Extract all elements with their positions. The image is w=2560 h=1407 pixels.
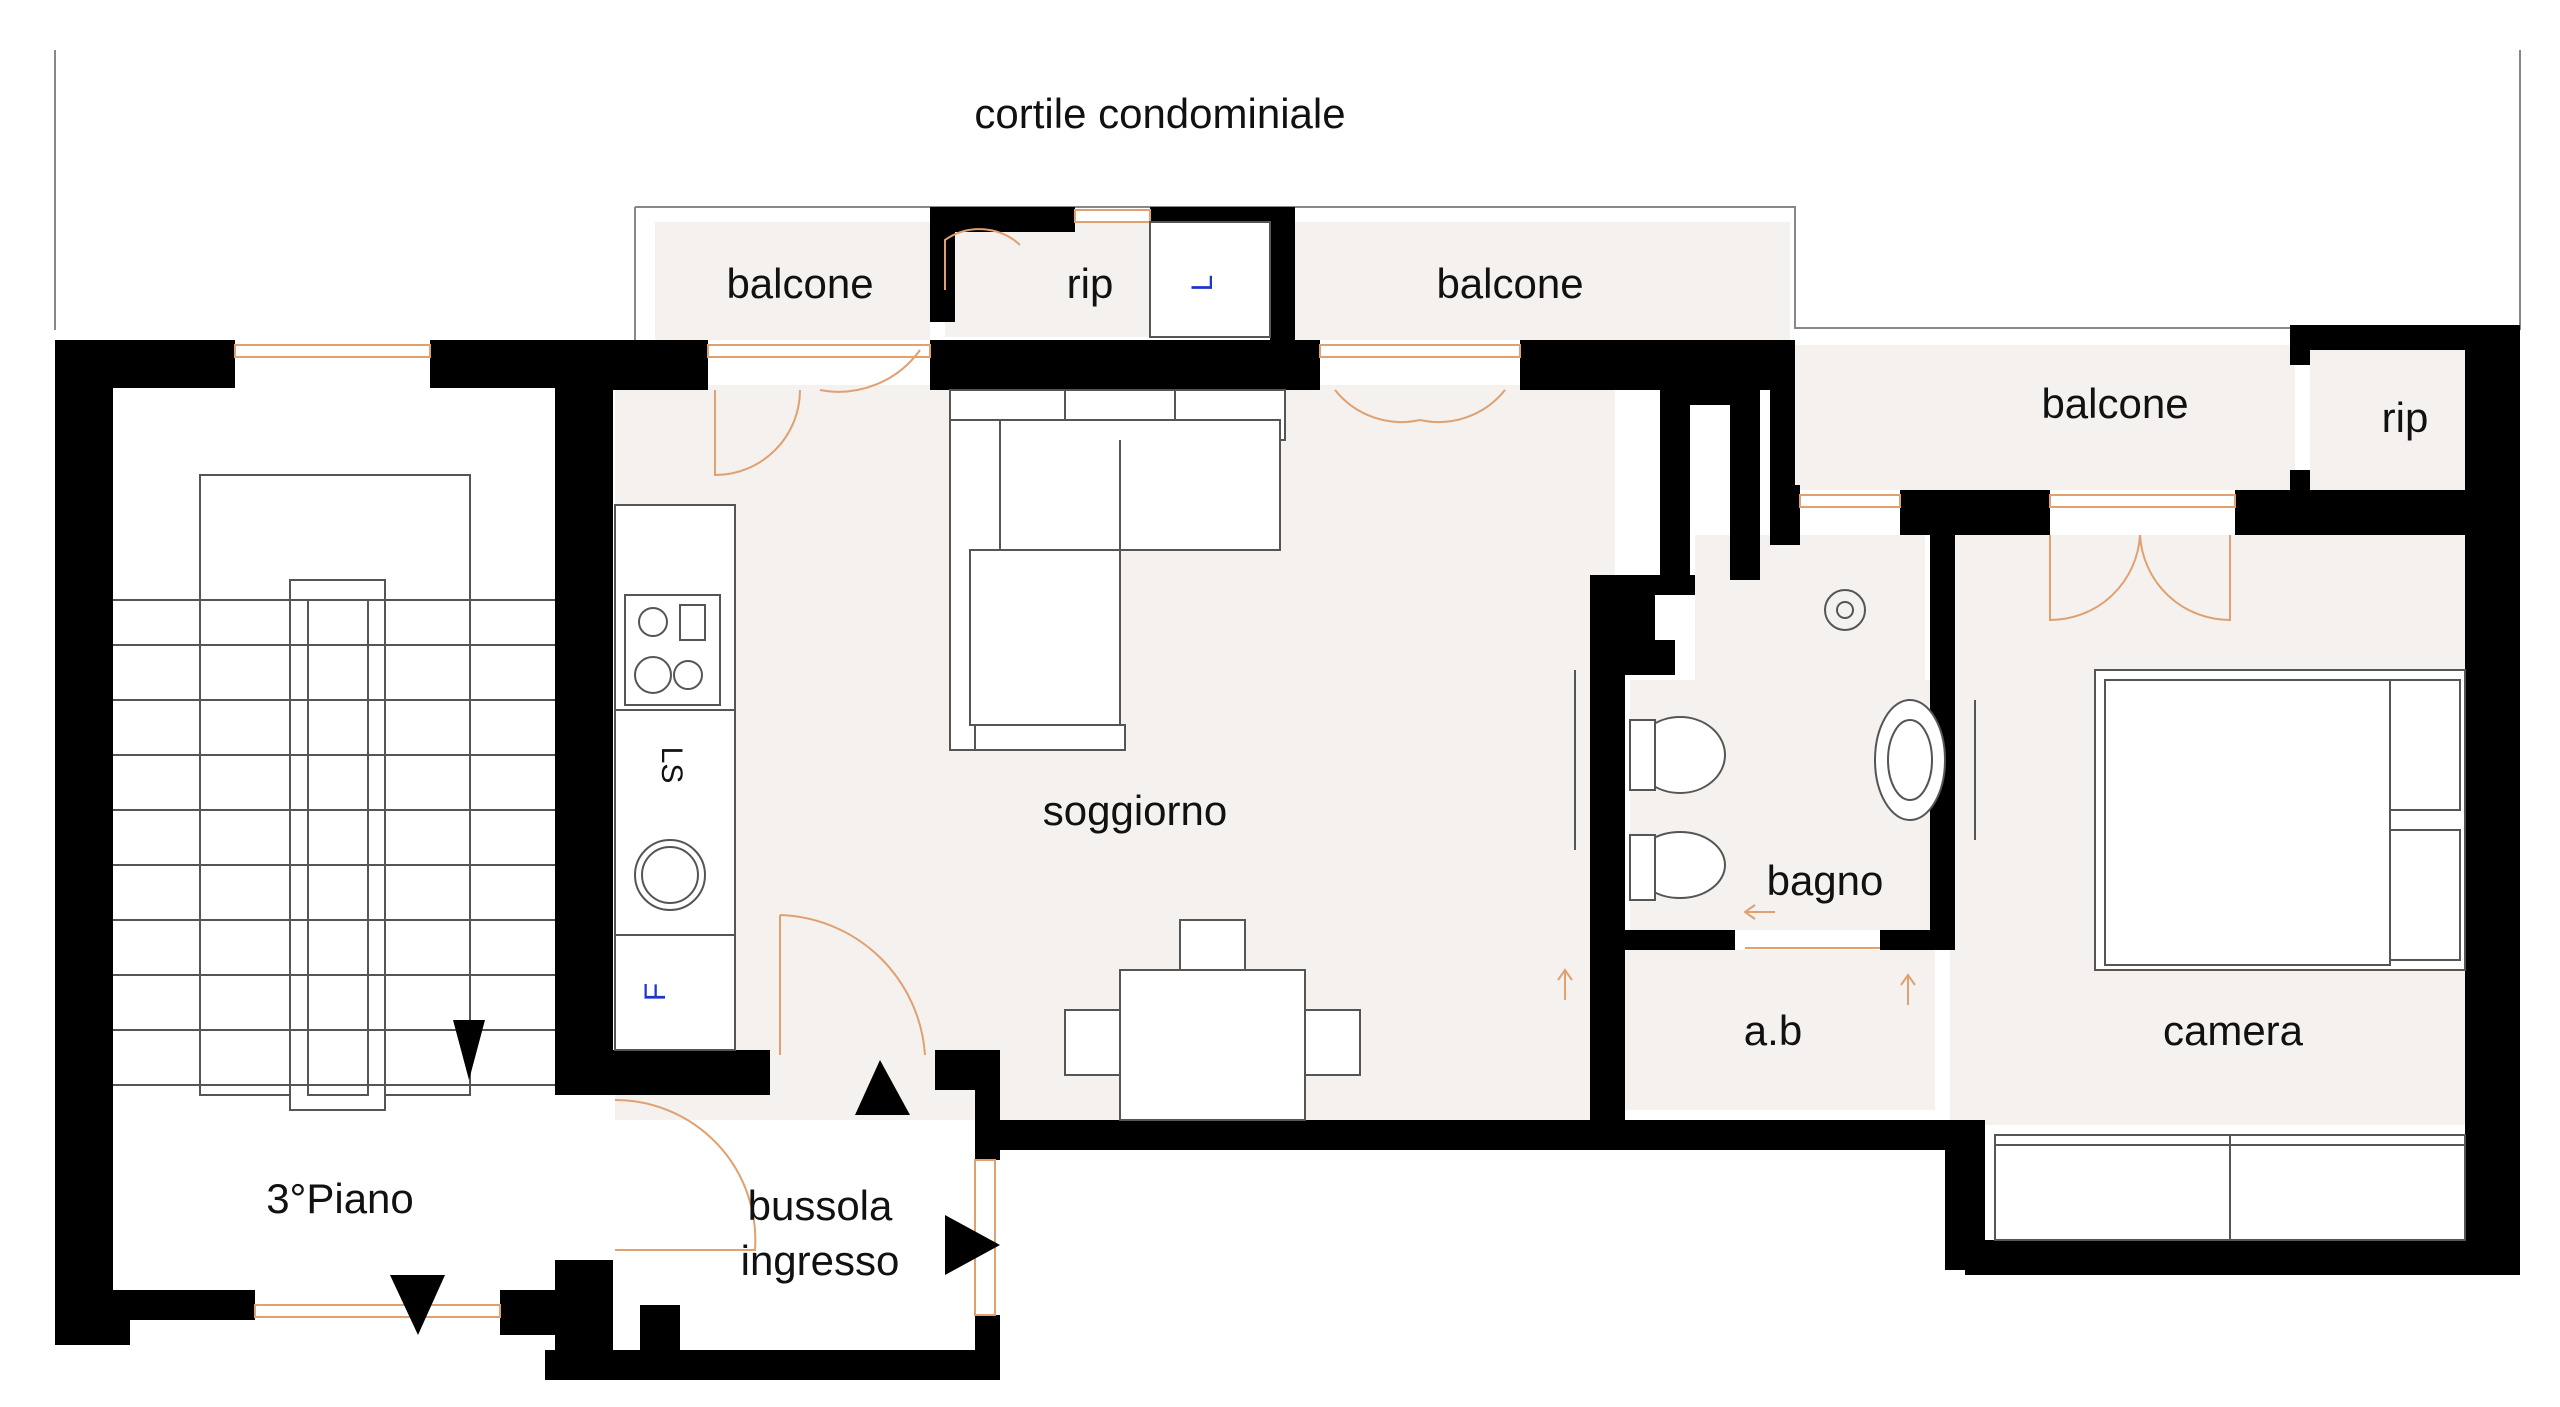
balcony-left-floor xyxy=(655,222,930,340)
fridge-label: F xyxy=(639,983,672,1001)
entry-label-line1: bussola xyxy=(748,1182,893,1229)
sink-icon xyxy=(634,839,706,911)
staircase xyxy=(113,474,1000,1335)
balcony-right-floor xyxy=(1790,345,2295,490)
antibath-label: a.b xyxy=(1744,1007,1802,1054)
balcony-right-label: balcone xyxy=(2041,380,2188,427)
laundry-cabinet xyxy=(1149,221,1271,338)
balcony-left-label: balcone xyxy=(726,260,873,307)
wardrobe xyxy=(1994,1134,2466,1241)
storage-top-label: rip xyxy=(1067,260,1114,307)
bathroom-fixtures xyxy=(1574,589,1976,901)
bathroom-label: bagno xyxy=(1767,857,1884,904)
floor-landing-label: 3°Piano xyxy=(266,1175,414,1222)
dishwasher-label: LS xyxy=(655,747,688,784)
courtyard-label: cortile condominiale xyxy=(974,90,1345,137)
living-room-label: soggiorno xyxy=(1043,787,1227,834)
storage-right-label: rip xyxy=(2382,394,2429,441)
washbasin-icon xyxy=(1874,699,1946,821)
arrow-up-icon xyxy=(855,1060,910,1115)
storage-right-floor xyxy=(2310,345,2465,490)
bedroom-label: camera xyxy=(2163,1007,2304,1054)
arrow-down-icon xyxy=(453,1020,485,1080)
balcony-center-floor xyxy=(1295,222,1790,340)
dining-table xyxy=(1064,919,1361,1121)
arrow-down-icon xyxy=(390,1275,445,1335)
sofa xyxy=(949,389,1286,751)
antibath-floor xyxy=(1595,950,1935,1110)
windows xyxy=(234,209,2236,1318)
shower-drain-icon xyxy=(1824,589,1866,631)
laundry-label: L xyxy=(1186,275,1219,292)
balcony-center-label: balcone xyxy=(1436,260,1583,307)
arrow-right-icon xyxy=(945,1215,1000,1275)
shower-floor xyxy=(1695,535,1925,680)
bed xyxy=(2094,669,2466,971)
entry-label-line2: ingresso xyxy=(741,1237,900,1284)
walls xyxy=(55,207,2520,1380)
kitchen xyxy=(614,504,736,1051)
doors xyxy=(614,228,2231,1251)
